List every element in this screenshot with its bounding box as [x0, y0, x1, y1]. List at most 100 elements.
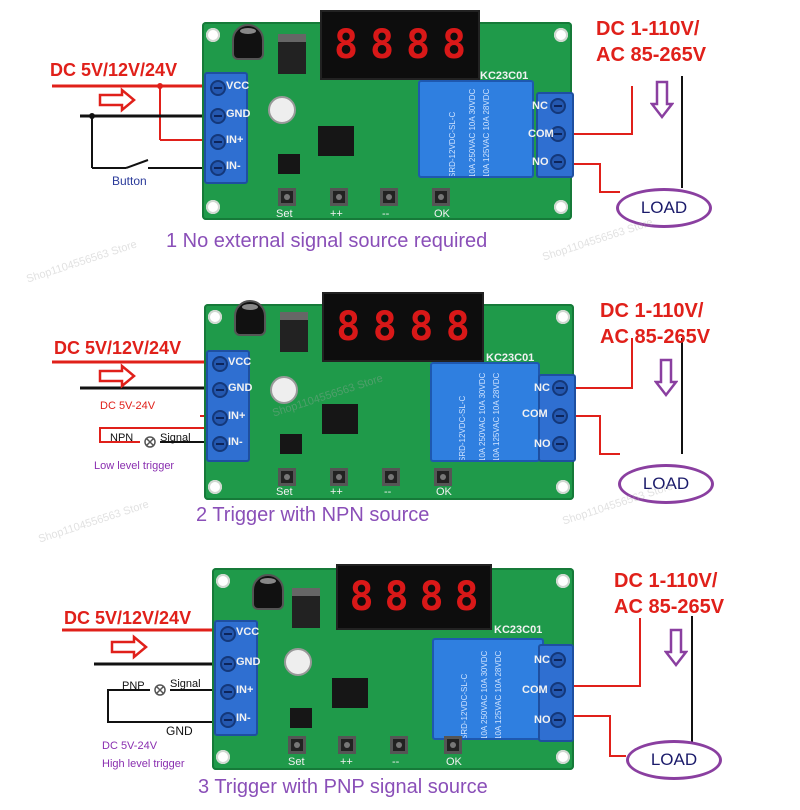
down-arrow-icon: [664, 628, 688, 668]
ac-line-2: AC 85-265V: [596, 44, 707, 66]
display-digit: 8: [409, 304, 434, 350]
display-digit: 8: [405, 22, 431, 68]
mount-hole: [556, 480, 570, 494]
terminal-screw: [552, 408, 568, 424]
plus-button[interactable]: [338, 736, 356, 754]
model-label: KC23C01: [494, 624, 543, 636]
mount-hole: [554, 200, 568, 214]
microcontroller: [332, 678, 368, 708]
display-digit: 8: [349, 574, 374, 620]
mount-hole: [216, 750, 230, 764]
display-digit: 8: [369, 22, 395, 68]
set-button[interactable]: [288, 736, 306, 754]
pin-nc: NC: [534, 654, 550, 666]
microcontroller: [318, 126, 354, 156]
display-digit: 8: [454, 574, 479, 620]
display-digit: 8: [333, 22, 359, 68]
pin-no: NO: [532, 156, 549, 168]
terminal-screw: [212, 410, 228, 426]
potentiometer: [268, 96, 296, 124]
terminal-screw: [210, 108, 226, 124]
mount-hole: [556, 310, 570, 324]
terminal-screw: [220, 626, 236, 642]
terminal-screw: [220, 656, 236, 672]
minus-button[interactable]: [390, 736, 408, 754]
mount-hole: [208, 480, 222, 494]
load: LOAD: [618, 464, 714, 504]
button-label: Set: [288, 756, 305, 768]
ok-button[interactable]: [432, 188, 450, 206]
ok-button[interactable]: [434, 468, 452, 486]
relay-print-1: SRD-12VDC-SL-C: [460, 673, 469, 740]
wiring-diagram-2: [52, 338, 683, 455]
mount-hole: [208, 310, 222, 324]
dc-range-label: DC 5V-24V: [100, 400, 156, 412]
down-arrow-icon: [654, 358, 678, 398]
pin-vcc: VCC: [228, 356, 252, 368]
relay-print-2: 10A 250VAC 10A 30VDC: [478, 372, 487, 462]
relay-board: 8 8 8 8 KC23C01 SRD-12VDC-SL-C 10A 250VA…: [204, 292, 576, 500]
set-button[interactable]: [278, 188, 296, 206]
terminal-screw: [550, 712, 566, 728]
button-switch-label: Button: [112, 174, 147, 188]
plus-button[interactable]: [330, 188, 348, 206]
relay: SRD-12VDC-SL-C 10A 250VAC 10A 30VDC 10A …: [432, 638, 544, 740]
load: LOAD: [626, 740, 722, 780]
ac-line-1: DC 1-110V/: [614, 570, 718, 592]
pin-in-plus: IN+: [236, 684, 254, 696]
potentiometer: [284, 648, 312, 676]
display-digit: 8: [445, 304, 470, 350]
terminal-screw: [210, 160, 226, 176]
mount-hole: [206, 28, 220, 42]
button-label: ++: [330, 208, 343, 220]
display-digit: 8: [441, 22, 467, 68]
terminal-screw: [552, 436, 568, 452]
voltage-regulator: [280, 312, 308, 352]
npn-label: NPN: [110, 432, 134, 444]
led-display: 8 8 8 8: [322, 292, 484, 362]
mount-hole: [216, 574, 230, 588]
microcontroller: [322, 404, 358, 434]
capacitor: [234, 300, 266, 336]
relay-board: 8 8 8 8 KC23C01 SRD-12VDC-SL-C 10A 250VA…: [212, 564, 574, 770]
ok-button[interactable]: [444, 736, 462, 754]
relay-board: 8 8 8 8 KC23C01 SRD-12VDC-SL-C 10A 250VA…: [202, 10, 574, 220]
pin-vcc: VCC: [226, 80, 250, 92]
ac-voltage-label: DC 1-110V/ AC 85-265V: [600, 298, 710, 350]
ac-line-1: DC 1-110V/: [596, 18, 700, 40]
mount-hole: [554, 28, 568, 42]
minus-button[interactable]: [382, 468, 400, 486]
relay-print-3: 10A 125VAC 10A 28VDC: [492, 372, 501, 462]
signal-label: Signal: [170, 678, 201, 690]
relay: SRD-12VDC-SL-C 10A 250VAC 10A 30VDC 10A …: [430, 362, 540, 462]
terminal-screw: [550, 98, 566, 114]
ac-line-2: AC 85-265V: [614, 596, 725, 618]
button-label: OK: [436, 486, 452, 498]
relay-print-3: 10A 125VAC 10A 28VDC: [494, 650, 503, 740]
terminal-screw: [550, 652, 566, 668]
display-digit: 8: [336, 304, 361, 350]
model-label: KC23C01: [480, 70, 529, 82]
wiring-diagram-3: [62, 616, 693, 757]
led-display: 8 8 8 8: [320, 10, 480, 80]
button-label: Set: [276, 486, 293, 498]
set-button[interactable]: [278, 468, 296, 486]
pin-nc: NC: [534, 382, 550, 394]
potentiometer: [270, 376, 298, 404]
led-display: 8 8 8 8: [336, 564, 492, 630]
supply-label: DC 5V/12V/24V: [50, 60, 178, 80]
transistor: [290, 708, 312, 728]
transistor: [278, 154, 300, 174]
terminal-screw: [210, 80, 226, 96]
button-label: --: [382, 208, 390, 220]
button-label: --: [392, 756, 400, 768]
gnd-label: GND: [166, 724, 193, 738]
pin-no: NO: [534, 714, 551, 726]
panel-1: DC 5V/12V/24V 8 8 8 8 KC23C01 SRD-12VDC-…: [0, 0, 800, 266]
minus-button[interactable]: [380, 188, 398, 206]
plus-button[interactable]: [330, 468, 348, 486]
display-digit: 8: [419, 574, 444, 620]
panel-2: DC 5V/12V/24V 8 8 8 8 KC23C01 SRD-12VDC-…: [0, 278, 800, 544]
mount-hole: [206, 200, 220, 214]
terminal-screw: [550, 154, 566, 170]
